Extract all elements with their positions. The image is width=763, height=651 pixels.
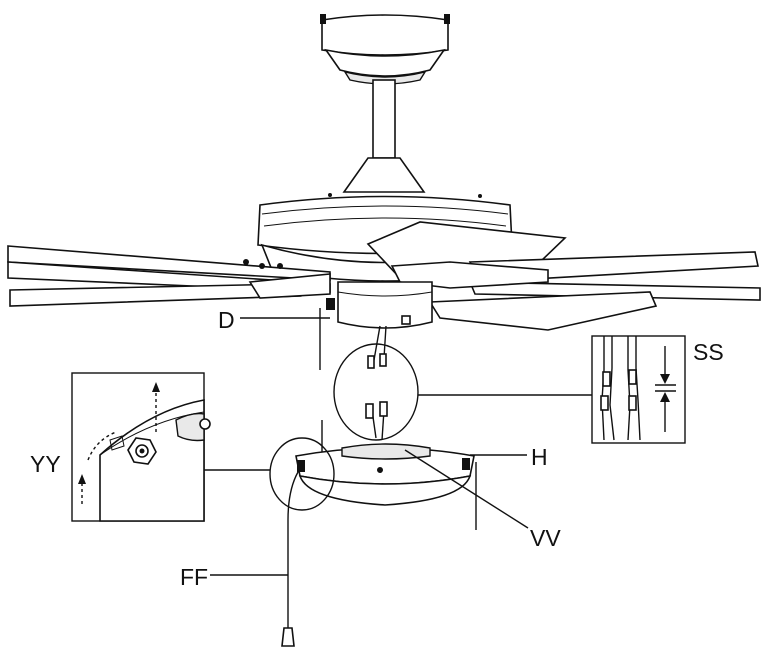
wire-connection-circle — [333, 343, 592, 441]
pull-chain: FF — [180, 471, 299, 647]
label-d-group: D — [218, 307, 330, 370]
switch-housing — [326, 281, 433, 329]
label-vv-group: VV — [404, 449, 561, 551]
label-ss: SS — [693, 339, 724, 365]
light-kit — [295, 420, 477, 530]
label-vv: VV — [530, 525, 561, 551]
label-yy: YY — [30, 451, 61, 477]
set-screw-detail: YY — [30, 372, 335, 522]
upper-wires — [367, 325, 387, 369]
downrod — [342, 79, 426, 193]
label-d: D — [218, 307, 235, 333]
inset-ss: SS — [591, 335, 724, 444]
label-h-group: H — [470, 444, 548, 470]
label-h: H — [531, 444, 548, 470]
ceiling-canopy — [320, 14, 450, 85]
fan-blades — [7, 221, 761, 331]
label-ff: FF — [180, 564, 208, 590]
